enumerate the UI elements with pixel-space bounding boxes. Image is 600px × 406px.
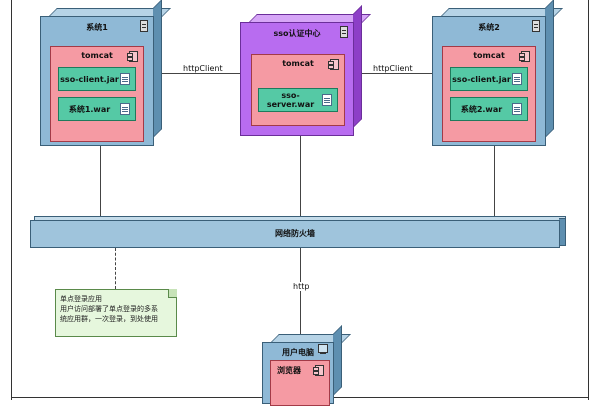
- artifact-sso-client-jar[interactable]: sso-client.jar: [58, 67, 136, 91]
- firewall-title: 网络防火墙: [275, 229, 315, 238]
- artifact-sso-client-jar-2[interactable]: sso-client.jar: [450, 67, 528, 91]
- note-fold-corner: [168, 289, 177, 298]
- component-title: tomcat: [81, 51, 113, 60]
- connector-system1-sso: [160, 73, 242, 74]
- artifact-system1-war[interactable]: 系统1.war: [58, 97, 136, 121]
- component-icon: [127, 51, 138, 62]
- connector-system2-firewall: [494, 146, 495, 218]
- node-sso-auth-center[interactable]: sso认证中心 tomcat sso-server.war: [240, 5, 371, 136]
- artifact-system2-war[interactable]: 系统2.war: [450, 97, 528, 121]
- component-tomcat-sso[interactable]: tomcat sso-server.war: [251, 54, 345, 126]
- component-browser[interactable]: 浏览器: [270, 360, 330, 406]
- document-icon: [322, 94, 332, 106]
- note-line: 统应用群，一次登录，到处使用: [60, 315, 158, 323]
- connector-firewall-user-pc: [300, 248, 301, 334]
- note-line: 用户访问部署了单点登录的多系: [60, 305, 158, 313]
- node-system1[interactable]: 系统1 tomcat sso-client.jar 系统1.war: [40, 0, 171, 146]
- node-system2[interactable]: 系统2 tomcat sso-client.jar 系统2.war: [432, 0, 563, 146]
- component-title: tomcat: [282, 59, 314, 68]
- connector-label-left: httpClient: [183, 64, 223, 73]
- component-icon: [328, 59, 339, 70]
- node-icon: [532, 20, 540, 32]
- component-icon: [519, 51, 530, 62]
- component-title: 浏览器: [277, 366, 301, 375]
- artifact-sso-server-war[interactable]: sso-server.war: [258, 88, 338, 112]
- component-title: tomcat: [473, 51, 505, 60]
- frame-left-border: [11, 0, 12, 400]
- connector-sso-firewall: [300, 135, 301, 218]
- node-system1-title: 系统1: [86, 23, 108, 32]
- note-line: 单点登录应用: [60, 295, 102, 303]
- document-icon: [512, 103, 522, 115]
- component-icon: [313, 365, 324, 376]
- document-icon: [120, 103, 130, 115]
- note-sso-description[interactable]: 单点登录应用 用户访问部署了单点登录的多系 统应用群，一次登录，到处使用: [55, 289, 177, 337]
- connector-label-bottom: http: [292, 282, 311, 291]
- node-icon: [340, 26, 348, 38]
- node-icon: [140, 20, 148, 32]
- node-firewall[interactable]: 网络防火墙: [30, 216, 566, 248]
- frame-right-border: [588, 0, 589, 400]
- connector-label-right: httpClient: [373, 64, 413, 73]
- document-icon: [512, 73, 522, 85]
- component-tomcat-system1[interactable]: tomcat sso-client.jar 系统1.war: [50, 46, 144, 142]
- component-tomcat-system2[interactable]: tomcat sso-client.jar 系统2.war: [442, 46, 536, 142]
- node-user-pc-title: 用户电脑: [282, 348, 314, 357]
- node-sso-title: sso认证中心: [273, 29, 321, 38]
- document-icon: [120, 73, 130, 85]
- computer-icon: [318, 344, 328, 354]
- node-user-pc[interactable]: 用户电脑 浏览器: [262, 325, 351, 406]
- note-anchor-dashed-line: [115, 248, 116, 289]
- node-system2-title: 系统2: [478, 23, 500, 32]
- connector-sso-system2: [358, 73, 434, 74]
- connector-system1-firewall: [100, 146, 101, 218]
